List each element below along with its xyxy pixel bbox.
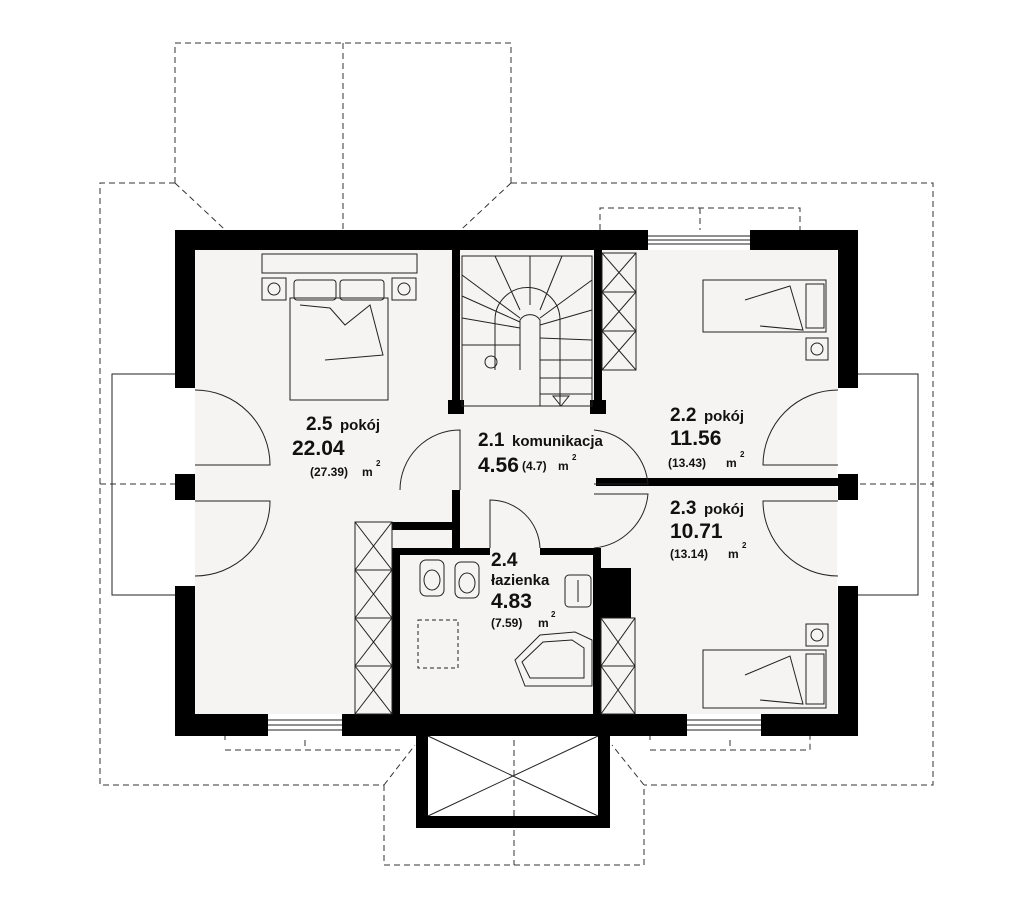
room-name: łazienka [491, 572, 550, 589]
room-number: 2.3 [670, 498, 696, 519]
wardrobe-room-2-3 [600, 617, 636, 715]
room-name: pokój [340, 417, 380, 434]
wardrobe-left [354, 521, 393, 715]
room-area: 4.83 [491, 590, 532, 613]
room-area: 22.04 [292, 437, 345, 460]
room-label-2-5: 2.5 pokój 22.04 (27.39) m 2 [292, 414, 381, 479]
room-number: 2.4 [491, 550, 518, 571]
room-area-total: (13.43) [668, 456, 706, 470]
room-area-total: (27.39) [310, 465, 348, 479]
balconies [111, 373, 919, 596]
room-label-2-3: 2.3 pokój 10.71 (13.14) m 2 [670, 498, 747, 561]
double-bed [261, 277, 417, 401]
interior-walls [392, 250, 838, 716]
area-unit: m [558, 459, 569, 473]
area-unit-sup: 2 [572, 453, 577, 462]
area-unit-sup: 2 [551, 610, 556, 619]
room-label-2-1: 2.1 komunikacja 4.56 (4.7) m 2 [478, 430, 604, 477]
area-unit: m [362, 465, 373, 479]
room-name: pokój [704, 408, 744, 425]
room-area-total: (4.7) [522, 459, 547, 473]
room-area: 11.56 [670, 427, 721, 450]
room-name: komunikacja [512, 433, 604, 450]
area-unit: m [726, 456, 737, 470]
staircase [461, 255, 593, 407]
room-area-total: (7.59) [491, 616, 522, 630]
area-unit: m [728, 547, 739, 561]
room-label-2-2: 2.2 pokój 11.56 (13.43) m 2 [668, 405, 745, 470]
area-unit-sup: 2 [742, 541, 747, 550]
room-label-2-4: 2.4 łazienka 4.83 (7.59) m 2 [491, 550, 556, 630]
room-number: 2.5 [306, 414, 333, 435]
single-bed-room-2-2 [702, 279, 829, 361]
corridor-doors [399, 429, 649, 549]
room-area: 4.56 [478, 454, 519, 477]
room-number: 2.2 [670, 405, 696, 426]
windows [261, 230, 761, 736]
room-area: 10.71 [670, 520, 723, 543]
room-number: 2.1 [478, 430, 505, 451]
room-name: pokój [704, 501, 744, 518]
area-unit: m [538, 616, 549, 630]
entrance-canopy [416, 730, 610, 828]
bathroom-fixtures [417, 559, 593, 687]
single-bed-room-2-3 [702, 623, 829, 709]
room-area-total: (13.14) [670, 547, 708, 561]
area-unit-sup: 2 [376, 459, 381, 468]
wardrobe-room-2-2 [601, 252, 637, 371]
area-unit-sup: 2 [740, 450, 745, 459]
